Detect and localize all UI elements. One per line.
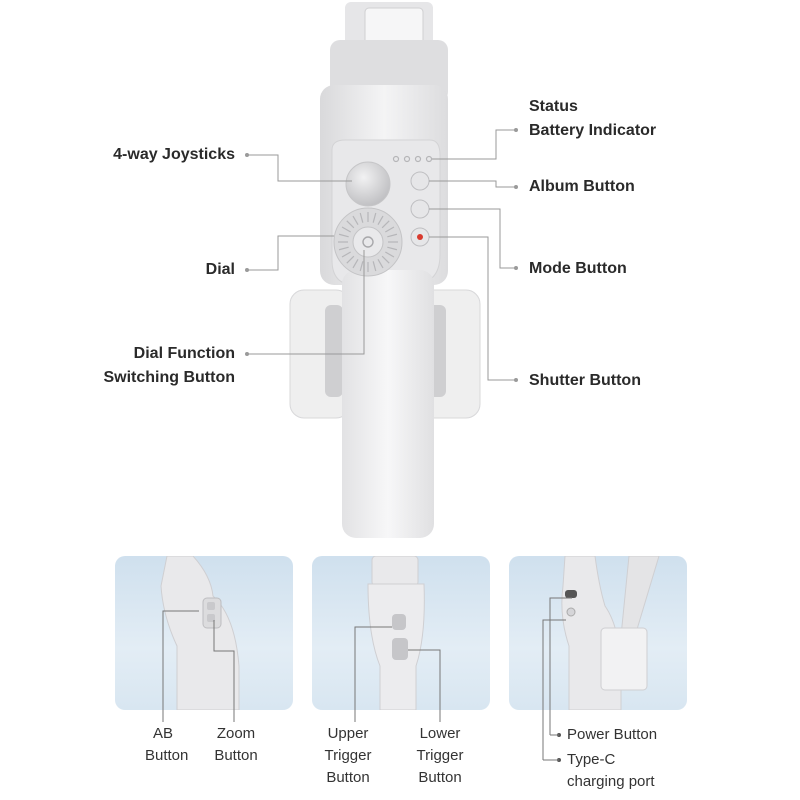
- dial-tick: [372, 212, 377, 223]
- label-shutter-button: Shutter Button: [529, 372, 641, 389]
- label-dial-function-line1: Dial Function: [133, 345, 235, 362]
- label-battery-indicator: Battery Indicator: [529, 122, 657, 139]
- panel-back-view: [509, 556, 687, 710]
- label-status: Status: [529, 98, 578, 115]
- dial-tick: [381, 220, 390, 229]
- gimbal-illustration: [289, 2, 481, 538]
- joystick-icon: [345, 161, 391, 207]
- label-dial-function: Dial Function Switching Button: [103, 342, 235, 390]
- front-view-illustration: [367, 556, 425, 710]
- side-view-illustration: [160, 556, 240, 710]
- dial-tick: [341, 251, 351, 258]
- dial-tick: [341, 226, 351, 233]
- dial-tick: [385, 226, 395, 233]
- panel-front-view: [312, 556, 490, 710]
- label-joysticks: 4-way Joysticks: [113, 146, 235, 163]
- dial-tick: [387, 246, 398, 251]
- dial-tick: [372, 261, 377, 272]
- label-dial-function-line2: Switching Button: [103, 369, 235, 386]
- dial-tick: [359, 212, 364, 223]
- dial-tick: [377, 215, 384, 225]
- gimbal-handle: [342, 270, 434, 538]
- dial-tick: [352, 215, 359, 225]
- dial-tick: [346, 255, 355, 264]
- dial-tick: [338, 233, 349, 238]
- dial-tick: [359, 261, 364, 272]
- label-power-button: Power Button: [567, 726, 658, 743]
- panel-side-view: [115, 556, 293, 710]
- dial-tick: [377, 259, 384, 269]
- dial-tick: [338, 246, 349, 251]
- dial-tick: [385, 251, 395, 258]
- label-mode-button: Mode Button: [529, 260, 627, 277]
- dial-tick: [346, 220, 355, 229]
- dial-tick: [352, 259, 359, 269]
- back-view-illustration: [561, 556, 660, 710]
- dial-tick: [381, 255, 390, 264]
- label-album-button: Album Button: [529, 178, 635, 195]
- dial-tick: [387, 233, 398, 238]
- label-dial: Dial: [205, 261, 235, 278]
- battery-indicator-dots: [392, 155, 433, 163]
